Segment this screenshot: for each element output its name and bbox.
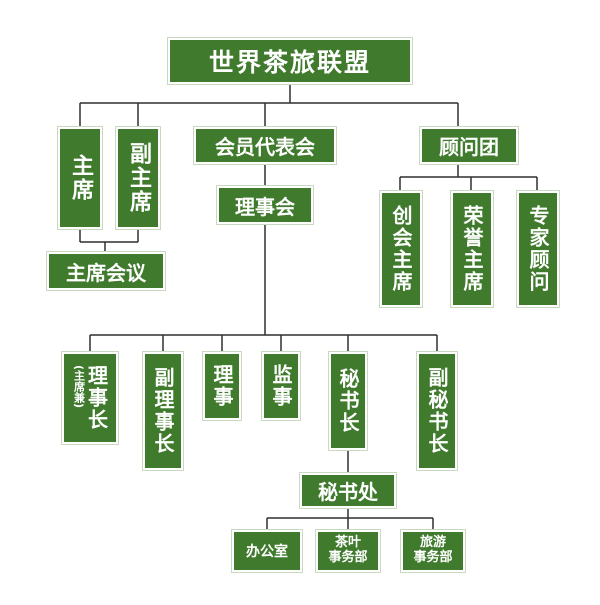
travel-dept-line2: 事务部 (413, 550, 453, 565)
council-node: 理事会 (217, 186, 313, 224)
advisory-node: 顾问团 (420, 127, 518, 164)
council-chair-label: 理事长 (84, 365, 109, 431)
tea-dept-node: 茶叶 事务部 (316, 530, 380, 572)
chair-meeting-node: 主席会议 (47, 252, 165, 290)
note-text: 主席兼 (72, 370, 86, 404)
council-chair-note: (主席兼) (72, 365, 86, 409)
founding-chair-node: 创会主席 (380, 191, 422, 307)
honorary-chair-node: 荣誉主席 (451, 191, 493, 307)
council-chair-node: 理事长 (主席兼) (62, 352, 118, 444)
secretary-general-node: 秘书长 (329, 352, 367, 450)
travel-dept-line1: 旅游 (419, 535, 446, 551)
note-open-paren: ( (72, 365, 86, 371)
vice-council-chair-node: 副理事长 (143, 352, 183, 470)
vice-secretary-general-node: 副秘书长 (417, 352, 457, 470)
travel-dept-node: 旅游 事务部 (401, 530, 465, 572)
assembly-node: 会员代表会 (194, 127, 336, 164)
chairman-node: 主席 (58, 127, 102, 229)
tea-dept-line2: 事务部 (328, 550, 368, 565)
top-node: 世界茶旅联盟 (168, 38, 412, 84)
secretariat-node: 秘书处 (300, 473, 396, 508)
expert-advisor-node: 专家顾问 (517, 191, 559, 307)
tea-dept-line1: 茶叶 (334, 535, 361, 551)
supervisor-node: 监事 (262, 352, 300, 420)
note-close-paren: ) (72, 403, 86, 409)
vice-chairman-node: 副主席 (116, 127, 160, 229)
director-node: 理事 (203, 352, 241, 420)
office-node: 办公室 (232, 530, 302, 572)
